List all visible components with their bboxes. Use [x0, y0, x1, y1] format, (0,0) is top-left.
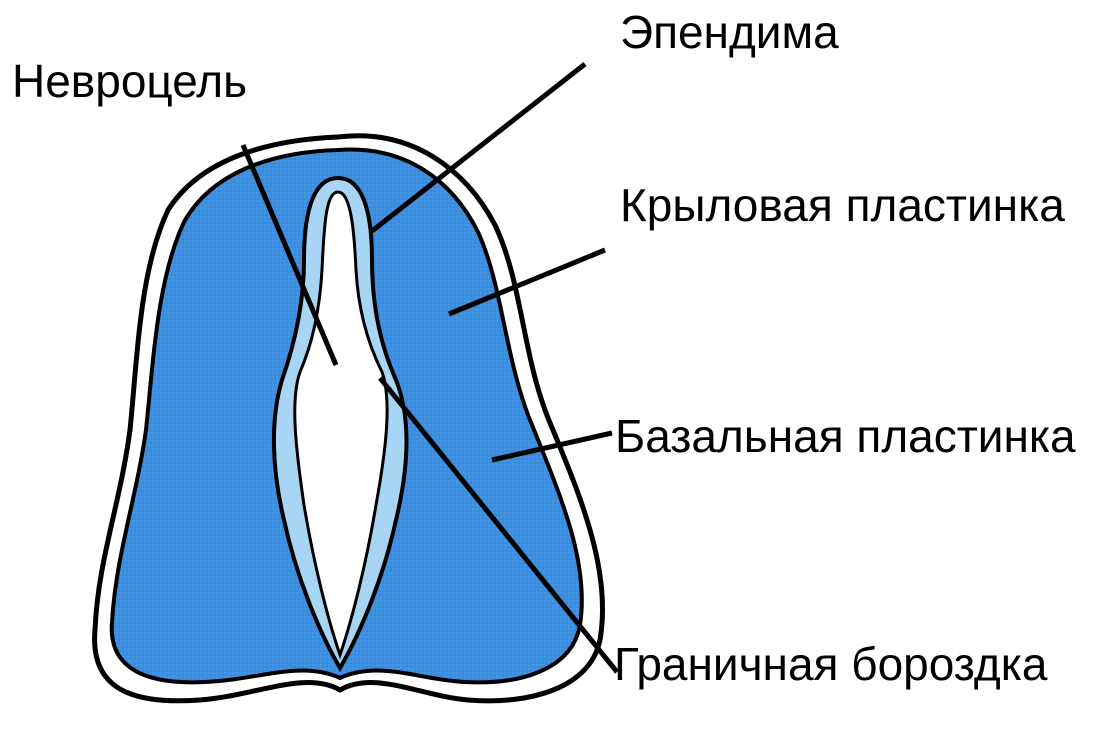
label-ependyma: Эпендима: [620, 9, 839, 55]
label-sulcus-limitans: Граничная бороздка: [614, 641, 1047, 687]
label-basal-plate: Базальная пластинка: [615, 413, 1076, 459]
label-alar-plate: Крыловая пластинка: [620, 182, 1065, 228]
label-neurocoel: Невроцель: [12, 58, 247, 104]
